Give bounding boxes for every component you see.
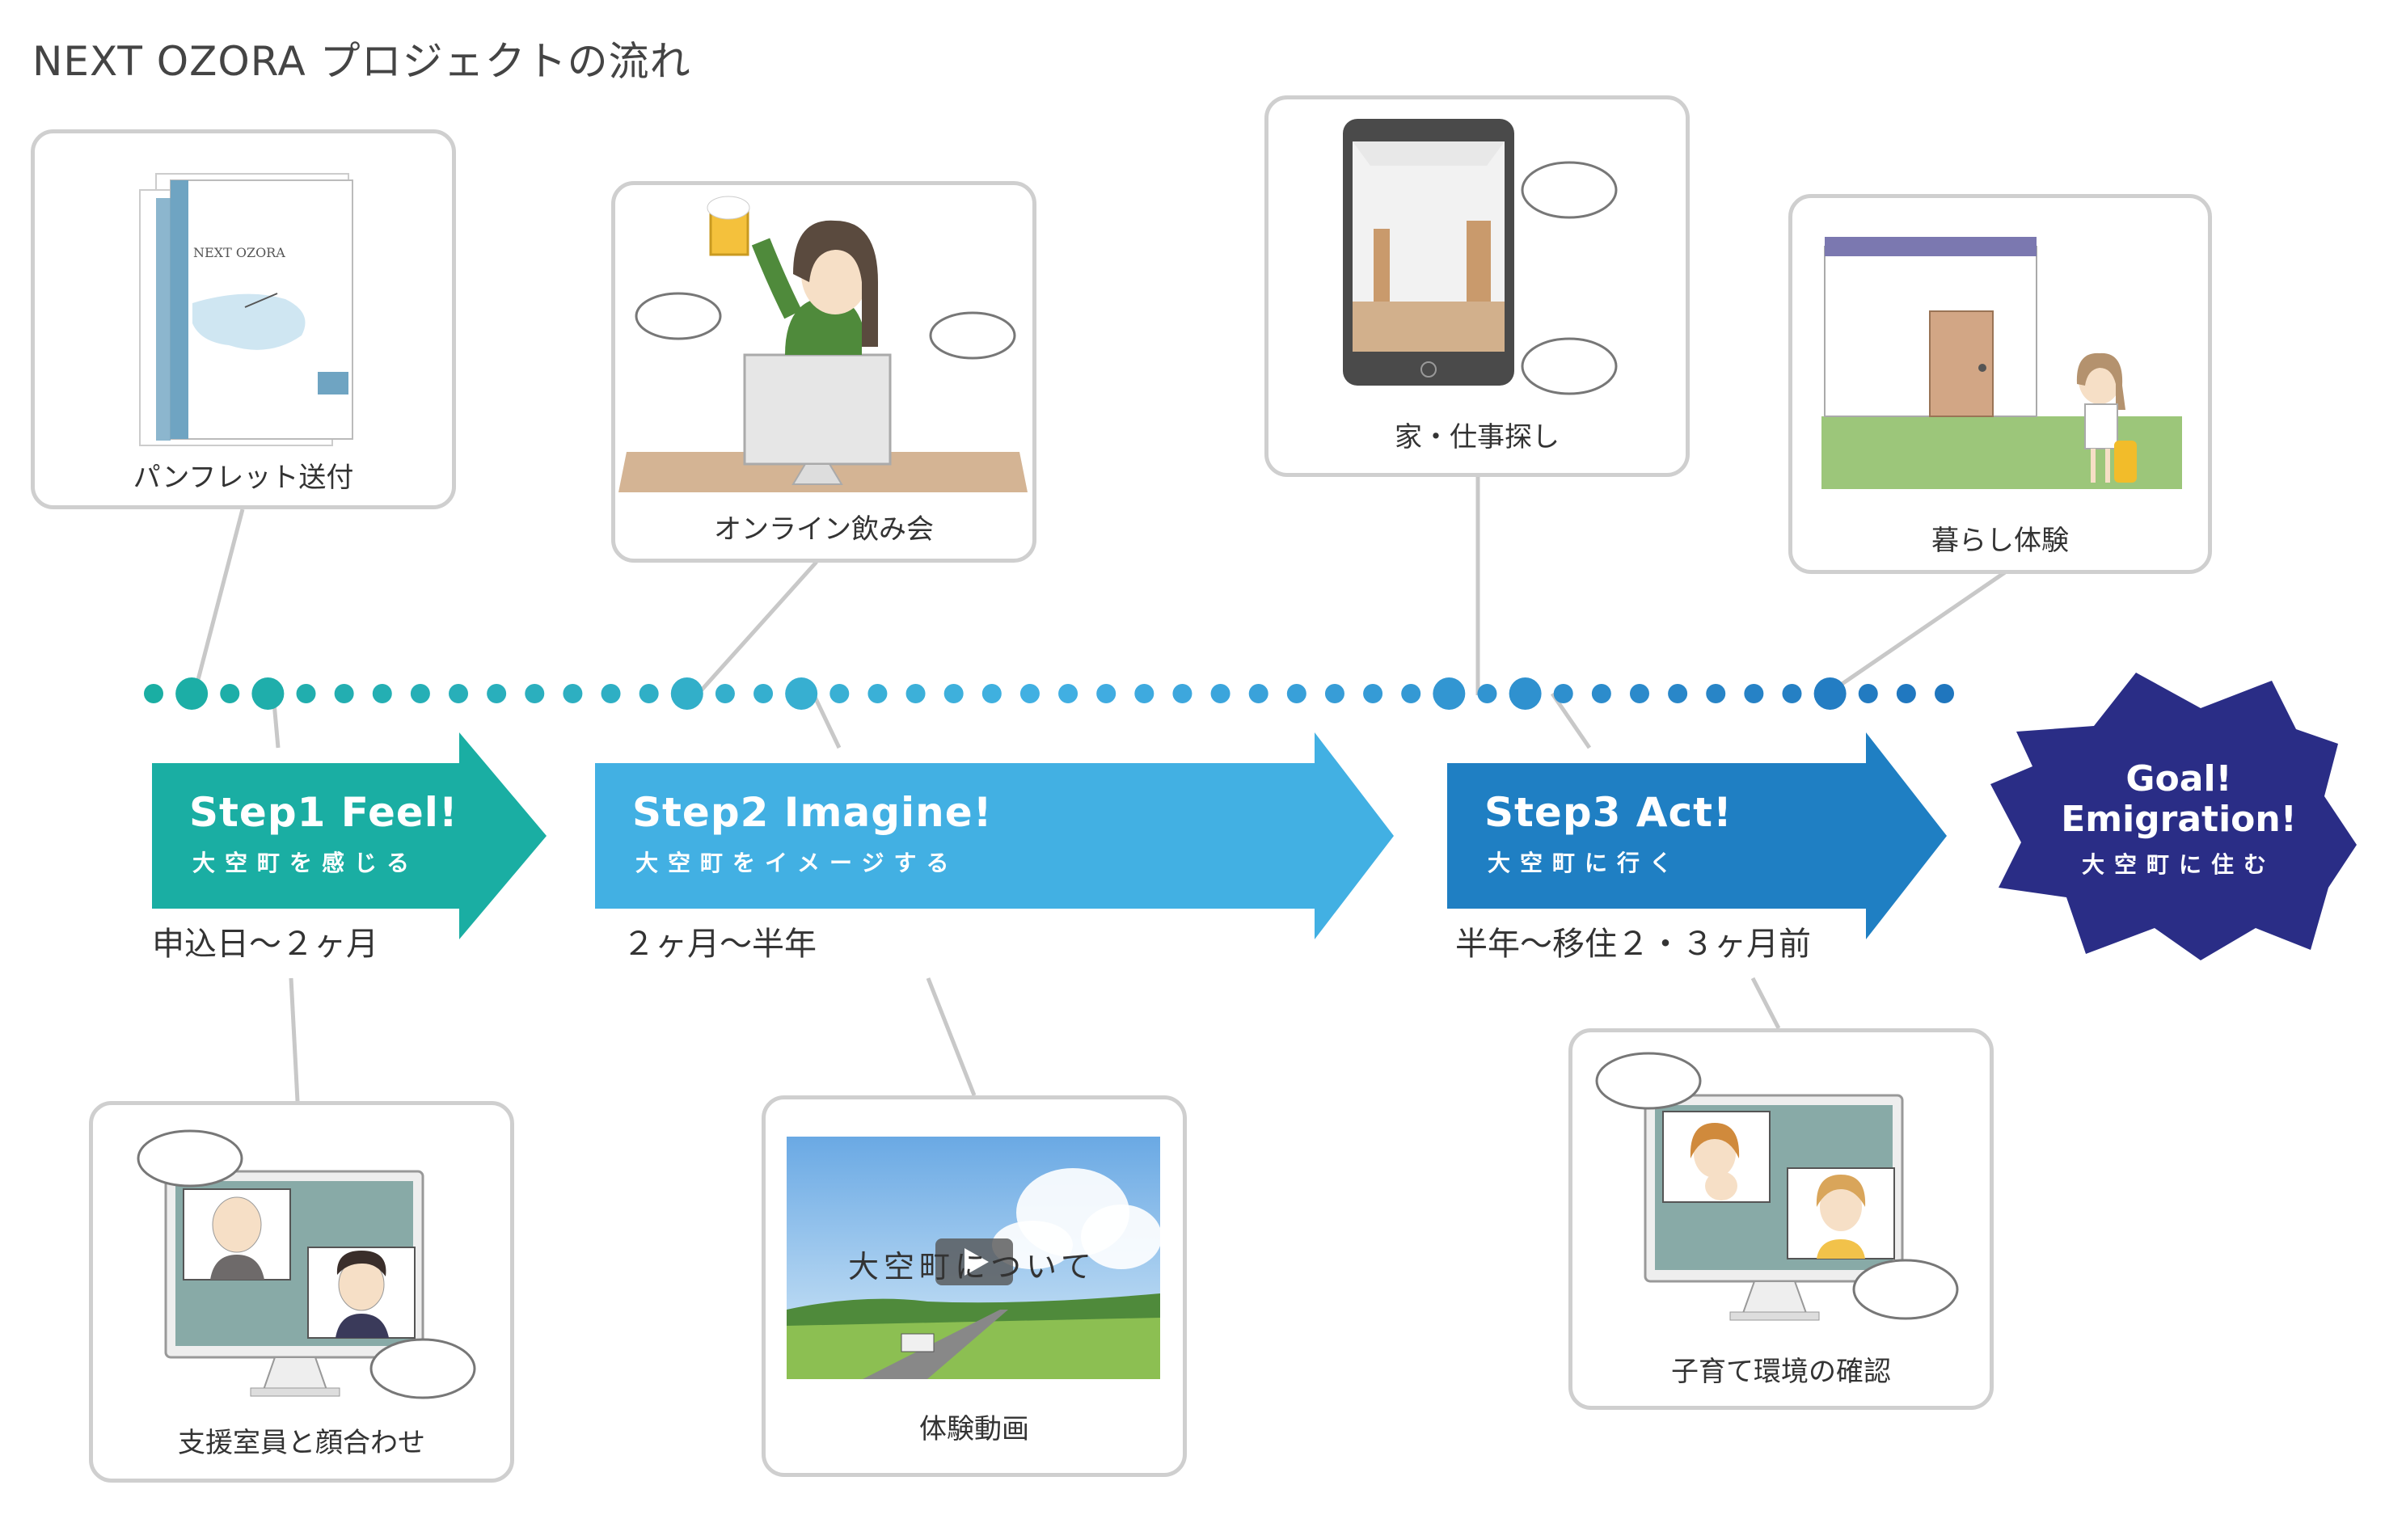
timeline-dot <box>1058 684 1078 703</box>
timeline-dot <box>943 684 964 703</box>
timeline-dots <box>144 677 1954 710</box>
timeline-dot <box>1363 684 1383 703</box>
timeline-dot <box>1706 684 1726 703</box>
timeline-dot <box>1401 684 1421 703</box>
timeline-dot <box>1782 684 1802 703</box>
step3-name: Step3 Act! <box>1484 789 1733 836</box>
pamphlet-caption: パンフレット送付 <box>133 462 354 494</box>
staff-meeting-caption: 支援室員と顔合わせ <box>178 1427 425 1459</box>
step3-subtitle: 大空町に行く <box>1488 850 1682 876</box>
pamphlet-illustration <box>139 173 353 446</box>
living-trial-caption: 暮らし体験 <box>1931 525 2069 557</box>
timeline-dot <box>296 684 316 703</box>
house-search-caption: 家・仕事探し <box>1395 421 1560 454</box>
timeline-dot <box>715 684 735 703</box>
timeline-dot <box>1096 684 1116 703</box>
goal-line1: Goal! <box>2125 758 2232 800</box>
experience-video-illustration <box>787 1137 1162 1379</box>
timeline-dot <box>670 677 703 710</box>
living-trial-illustration <box>1821 237 2182 489</box>
timeline-dot <box>1210 684 1230 703</box>
card-staff-meeting: 支援室員と顔合わせ <box>89 1101 514 1483</box>
experience-video-caption: 体験動画 <box>919 1413 1029 1445</box>
step2-arrow-shape <box>595 732 1394 939</box>
online-party-illustration <box>618 196 1028 492</box>
timeline-dot <box>1591 684 1611 703</box>
video-title: 大空町について <box>848 1249 1096 1285</box>
step2-arrow: Step2 Imagine! 大空町をイメージする <box>595 732 1394 939</box>
timeline-dot <box>1286 684 1306 703</box>
pamphlet-booklet-title: NEXT OZORA <box>193 245 285 260</box>
step1-arrow: Step1 Feel! 大空町を感じる <box>152 732 547 939</box>
timeline-dot <box>1553 684 1573 703</box>
timeline-dot <box>449 684 469 703</box>
card-experience-video: 大空町について 体験動画 <box>762 1095 1187 1477</box>
timeline-dot <box>1248 684 1268 703</box>
timeline-dot <box>1433 677 1466 710</box>
timeline-dot <box>251 677 285 710</box>
childcare-check-illustration <box>1595 1052 1959 1321</box>
timeline-dot <box>1935 684 1954 703</box>
step1-name: Step1 Feel! <box>189 789 458 836</box>
house-search-illustration <box>1343 119 1618 395</box>
step3-arrow-shape <box>1447 732 1947 939</box>
timeline-dot <box>785 677 818 710</box>
step1-arrow-shape <box>152 732 547 939</box>
connector-lines <box>192 477 2007 1102</box>
timeline-dot <box>1744 684 1764 703</box>
timeline-dot <box>1896 684 1916 703</box>
card-house-search: 家・仕事探し <box>1264 95 1690 477</box>
card-childcare-check: 子育て環境の確認 <box>1568 1028 1994 1410</box>
timeline-dot <box>1629 684 1649 703</box>
step3-arrow: Step3 Act! 大空町に行く <box>1447 732 1947 939</box>
timeline-dot <box>1813 677 1847 710</box>
timeline-dot <box>867 684 888 703</box>
timeline-dot <box>410 684 430 703</box>
card-pamphlet: NEXT OZORA パンフレット送付 <box>31 129 456 509</box>
step1-subtitle: 大空町を感じる <box>192 850 420 876</box>
step1-period: 申込日〜２ヶ月 <box>152 926 378 963</box>
timeline-dot <box>334 684 354 703</box>
timeline-dot <box>601 684 621 703</box>
timeline-dot <box>487 684 507 703</box>
timeline-dot <box>905 684 926 703</box>
timeline-dot <box>1172 684 1192 703</box>
step2-period: ２ヶ月〜半年 <box>623 926 817 963</box>
timeline-dot <box>372 684 392 703</box>
timeline-dot <box>1477 684 1497 703</box>
goal-subtitle: 大空町に住む <box>2081 851 2276 878</box>
goal-burst-shape <box>1990 673 2357 960</box>
timeline-dot <box>525 684 545 703</box>
goal-line2: Emigration! <box>2061 799 2297 840</box>
timeline-dot <box>981 684 1002 703</box>
page-title: NEXT OZORA プロジェクトの流れ <box>32 38 691 85</box>
timeline-dot <box>1858 684 1878 703</box>
timeline-dot <box>563 684 583 703</box>
childcare-check-caption: 子育て環境の確認 <box>1671 1356 1891 1388</box>
timeline-dot <box>1324 684 1344 703</box>
timeline-dot <box>1134 684 1154 703</box>
card-online-party: オンライン飲み会 <box>611 181 1036 563</box>
timeline-dot <box>1019 684 1040 703</box>
timeline-dot <box>1509 677 1542 710</box>
timeline-dot <box>175 677 209 710</box>
card-living-trial: 暮らし体験 <box>1788 194 2212 574</box>
timeline-dot <box>144 684 163 703</box>
timeline-dot <box>829 684 850 703</box>
timeline-dot <box>753 684 774 703</box>
timeline-dot <box>639 684 659 703</box>
step2-name: Step2 Imagine! <box>632 789 993 836</box>
timeline-dot <box>220 684 240 703</box>
step3-period: 半年〜移住２・３ヶ月前 <box>1455 926 1811 963</box>
step2-subtitle: 大空町をイメージする <box>635 850 959 876</box>
timeline-dot <box>1668 684 1688 703</box>
online-party-caption: オンライン飲み会 <box>714 513 934 546</box>
staff-meeting-illustration <box>137 1129 476 1399</box>
goal-burst: Goal! Emigration! 大空町に住む <box>1989 671 2369 970</box>
